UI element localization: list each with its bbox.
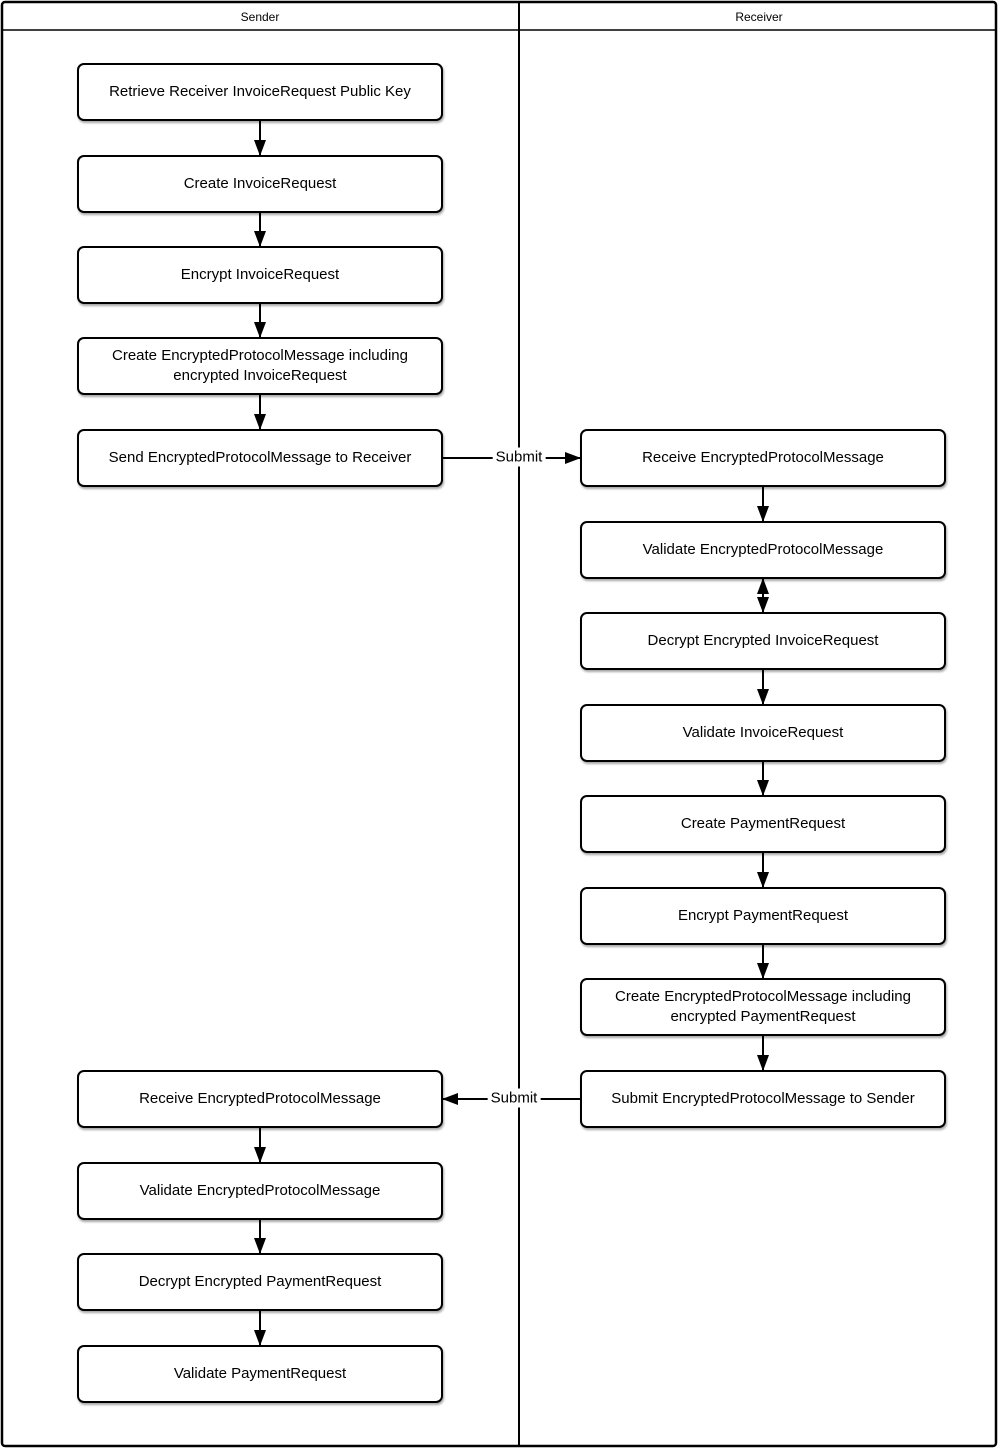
node-create-paymentrequest: Create PaymentRequest xyxy=(580,795,946,853)
edge-label-submit-to-sender: Submit xyxy=(487,1088,541,1108)
node-create-encryptedprotocolmessage-paymentrequest: Create EncryptedProtocolMessage includin… xyxy=(580,978,946,1036)
lane-header-receiver: Receiver xyxy=(735,10,783,24)
node-create-encryptedprotocolmessage-invoicerequest: Create EncryptedProtocolMessage includin… xyxy=(77,337,443,395)
node-encrypt-paymentrequest: Encrypt PaymentRequest xyxy=(580,887,946,945)
node-receive-encryptedprotocolmessage-receiver-lane: Receive EncryptedProtocolMessage xyxy=(580,429,946,487)
node-validate-encryptedprotocolmessage-receiver-lane: Validate EncryptedProtocolMessage xyxy=(580,521,946,579)
node-decrypt-encrypted-paymentrequest: Decrypt Encrypted PaymentRequest xyxy=(77,1253,443,1311)
node-create-invoicerequest: Create InvoiceRequest xyxy=(77,155,443,213)
lane-header-sender: Sender xyxy=(240,10,280,24)
node-submit-encryptedprotocolmessage-to-sender: Submit EncryptedProtocolMessage to Sende… xyxy=(580,1070,946,1128)
node-validate-invoicerequest: Validate InvoiceRequest xyxy=(580,704,946,762)
edge-label-submit-to-receiver: Submit xyxy=(492,447,546,467)
node-retrieve-receiver-invoicerequest-public-key: Retrieve Receiver InvoiceRequest Public … xyxy=(77,63,443,121)
node-decrypt-encrypted-invoicerequest: Decrypt Encrypted InvoiceRequest xyxy=(580,612,946,670)
node-receive-encryptedprotocolmessage-sender-lane: Receive EncryptedProtocolMessage xyxy=(77,1070,443,1128)
node-encrypt-invoicerequest: Encrypt InvoiceRequest xyxy=(77,246,443,304)
node-validate-encryptedprotocolmessage-sender-lane: Validate EncryptedProtocolMessage xyxy=(77,1162,443,1220)
node-validate-paymentrequest: Validate PaymentRequest xyxy=(77,1345,443,1403)
node-send-encryptedprotocolmessage-to-receiver: Send EncryptedProtocolMessage to Receive… xyxy=(77,429,443,487)
